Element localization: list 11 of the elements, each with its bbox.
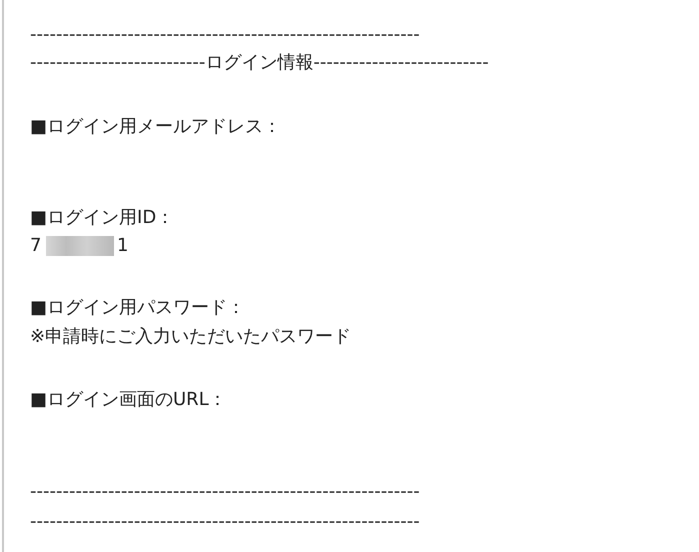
field-value: ※申請時にご入力いただいたパスワード xyxy=(30,326,352,348)
field-label: ■ログイン画面のURL： xyxy=(30,389,227,411)
divider-text: ------------------------------------------------------------ xyxy=(30,481,420,503)
field-label: ■ログイン用メールアドレス： xyxy=(30,116,282,138)
id-text: 7 xyxy=(30,235,42,257)
id-text: 1 xyxy=(117,235,128,257)
divider-text: ------------------------------------------------------------ xyxy=(30,511,420,533)
field-label: ■ログイン用パスワード： xyxy=(30,297,246,319)
divider-text: ------------------------------------------------------------ xyxy=(30,24,420,46)
field-label: ■ログイン用ID： xyxy=(30,207,174,229)
section-heading: ---------------------------ログイン情報--------------------------- xyxy=(30,52,489,74)
